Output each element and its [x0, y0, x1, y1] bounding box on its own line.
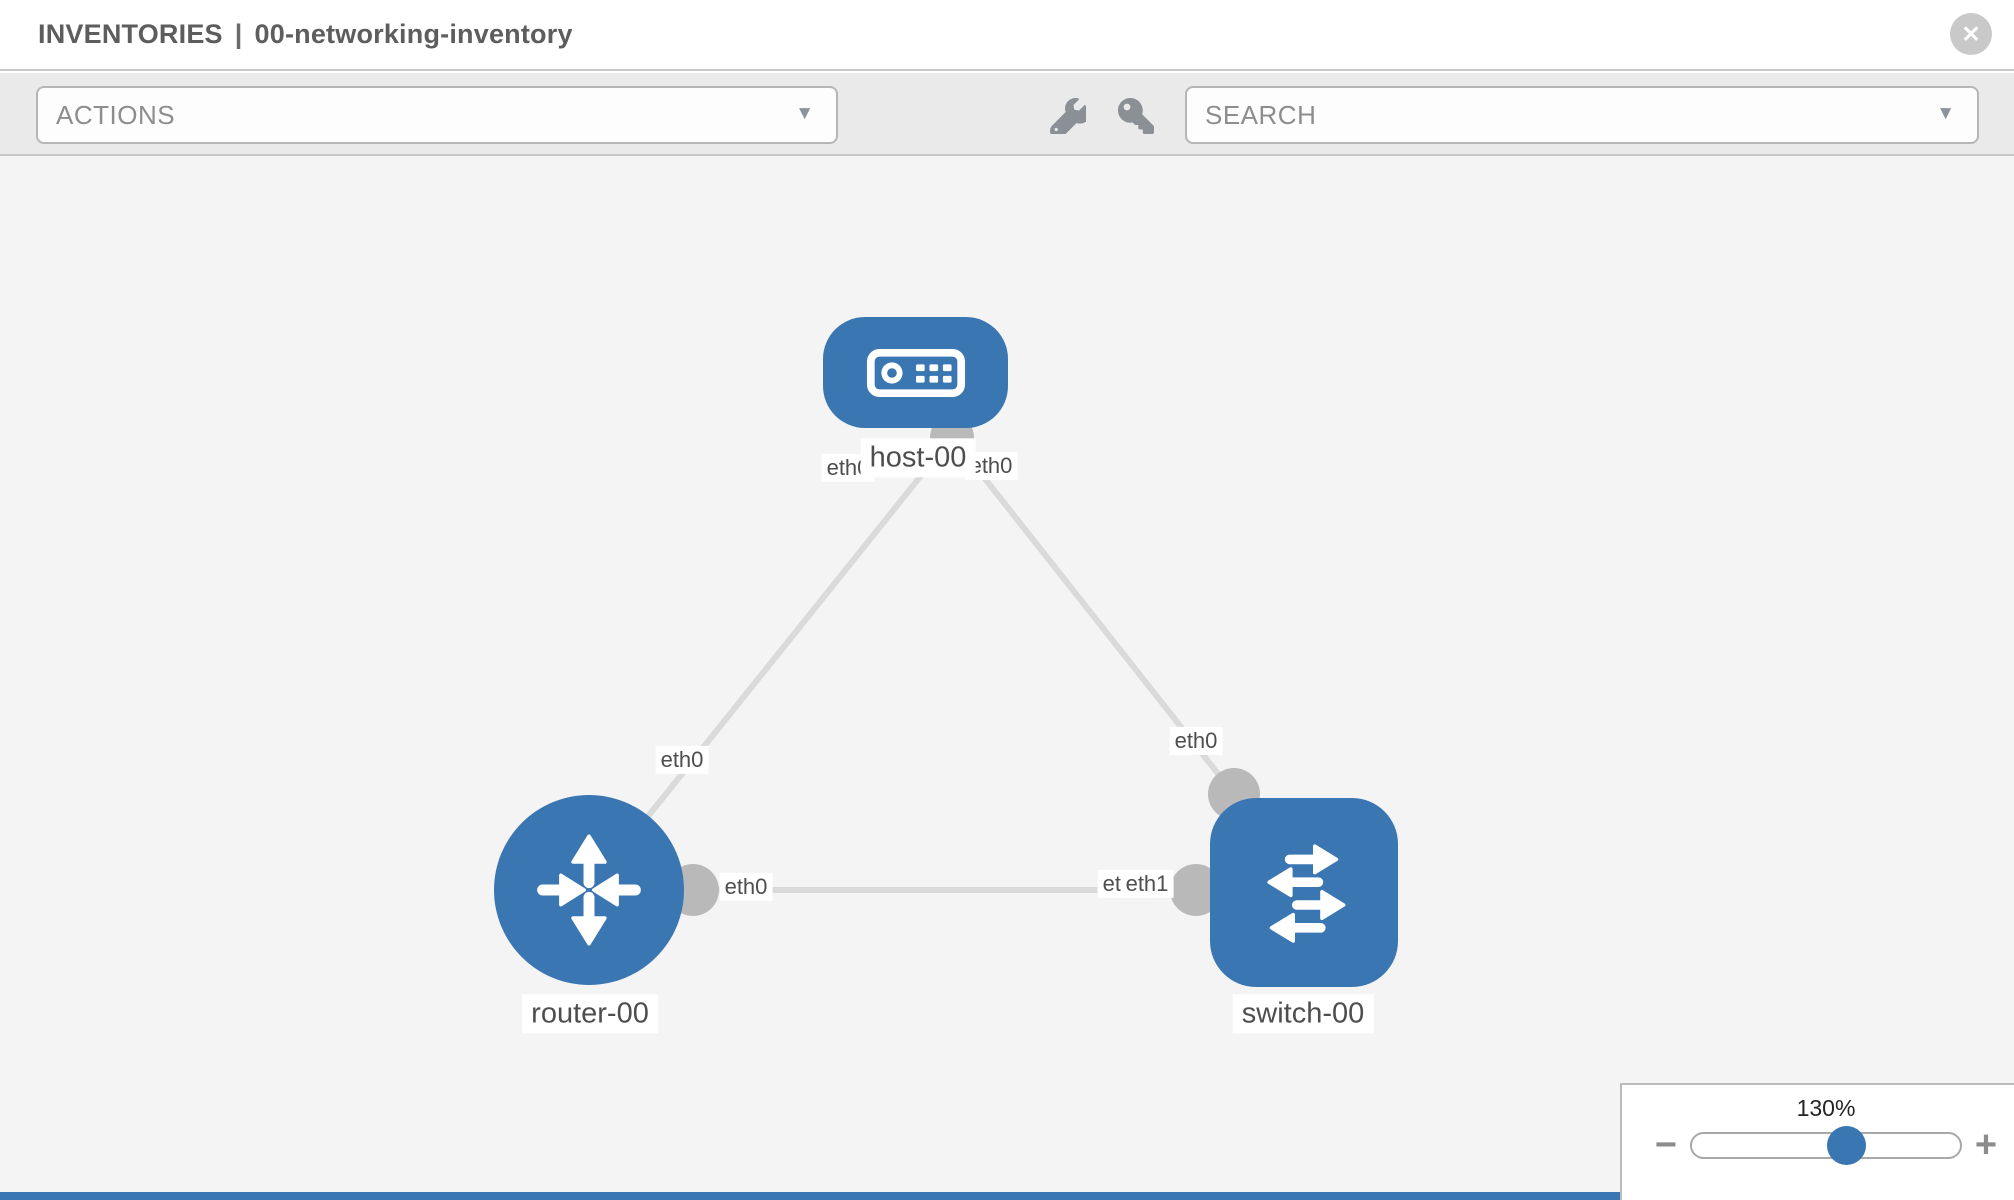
zoom-level-text: 130% — [1796, 1095, 1856, 1121]
search-dropdown[interactable]: SEARCH ▼ — [1185, 86, 1979, 144]
chevron-down-icon: ▼ — [1936, 103, 1955, 125]
key-icon[interactable] — [1117, 97, 1155, 135]
node-label-host[interactable]: host-00 — [860, 438, 976, 478]
topology-canvas[interactable]: host-00 router-00 switch-00 eth0 eth0 et… — [0, 156, 2014, 1200]
node-label-router[interactable]: router-00 — [522, 994, 658, 1034]
chevron-down-icon: ▼ — [795, 103, 814, 125]
links-layer — [586, 415, 1260, 916]
breadcrumb-section: INVENTORIES — [38, 19, 223, 49]
iface-label-switch-to-host: eth0 — [1169, 726, 1223, 756]
key-icon-glyph — [1118, 98, 1154, 134]
page-header: INVENTORIES | 00-networking-inventory ✕ — [0, 0, 2014, 71]
close-icon[interactable]: ✕ — [1950, 13, 1992, 55]
actions-dropdown-label: ACTIONS — [56, 99, 176, 130]
page-title: INVENTORIES | 00-networking-inventory — [38, 0, 573, 69]
inventory-name: 00-networking-inventory — [254, 19, 573, 49]
node-host-00[interactable] — [823, 317, 1008, 428]
iface-label-router-to-host: eth0 — [655, 745, 709, 775]
search-placeholder: SEARCH — [1205, 99, 1317, 130]
router-icon — [537, 834, 641, 946]
zoom-in-button[interactable]: + — [1974, 1124, 1998, 1166]
iface-label-switch-to-router: eth1 — [1120, 869, 1174, 899]
iface-label-router-to-switch: eth0 — [719, 872, 773, 902]
zoom-slider-thumb[interactable] — [1827, 1126, 1866, 1165]
node-switch-00[interactable] — [1210, 798, 1398, 987]
iface-label-host-to-switch: eth0 — [964, 451, 1018, 481]
interface-connector-switch-left[interactable] — [1170, 864, 1222, 916]
zoom-panel: 130% − + — [1620, 1083, 2014, 1200]
zoom-out-button[interactable]: − — [1654, 1124, 1678, 1166]
wrench-icon[interactable] — [1049, 97, 1087, 135]
switch-icon — [1267, 843, 1346, 943]
node-router-00[interactable] — [494, 795, 684, 985]
link-host-router[interactable] — [586, 435, 955, 892]
wrench-icon-glyph — [1050, 98, 1086, 134]
bottom-panel-edge — [0, 1192, 2014, 1200]
zoom-slider-track[interactable] — [1690, 1132, 1962, 1159]
breadcrumb-separator: | — [234, 19, 243, 49]
node-label-switch[interactable]: switch-00 — [1232, 994, 1374, 1034]
toolbar: ACTIONS ▼ SEARCH ▼ — [0, 73, 2014, 156]
actions-dropdown[interactable]: ACTIONS ▼ — [36, 86, 838, 144]
host-icon — [866, 348, 965, 397]
